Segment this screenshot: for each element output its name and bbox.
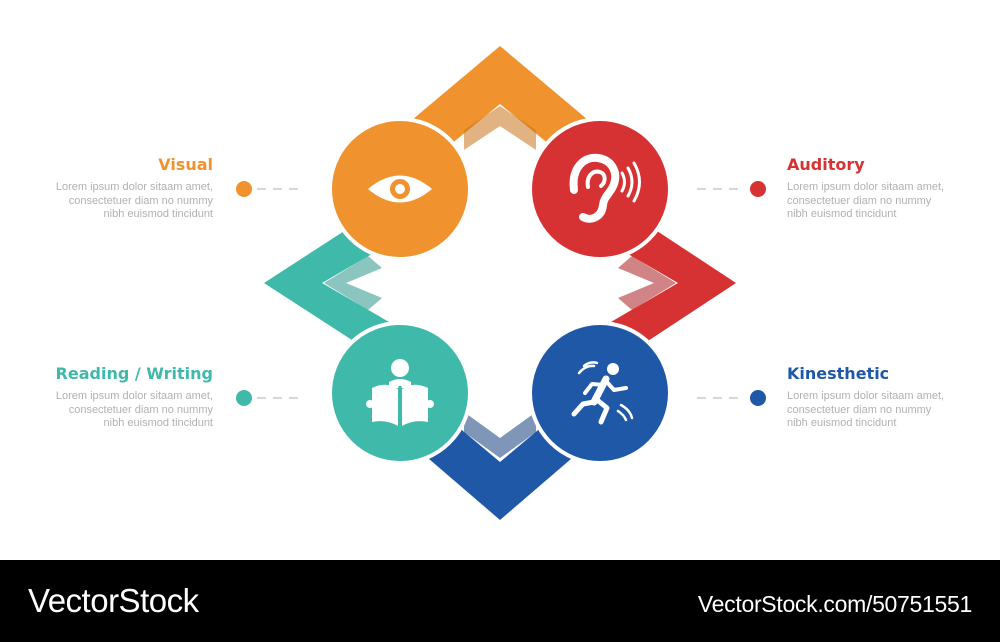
reading-person-icon xyxy=(366,359,434,426)
reading-label: Reading / Writing Lorem ipsum dolor sita… xyxy=(13,364,213,431)
reading-desc-line: Lorem ipsum dolor sitaam amet, xyxy=(55,390,213,402)
auditory-circle xyxy=(528,117,672,261)
image-id-text: VectorStock.com/50751551 xyxy=(697,591,972,617)
learning-styles-diagram xyxy=(236,46,766,520)
reading-desc-line: nibh euismod tincidunt xyxy=(103,417,213,430)
reading-title: Reading / Writing xyxy=(55,364,213,383)
visual-desc-line: nibh euismod tincidunt xyxy=(103,208,213,221)
visual-label: Visual Lorem ipsum dolor sitaam amet, co… xyxy=(13,155,213,222)
running-person-icon xyxy=(571,361,634,425)
auditory-desc-line: nibh euismod tincidunt xyxy=(787,208,897,221)
eye-icon xyxy=(368,175,432,203)
right-chevron-shadow xyxy=(618,256,676,310)
kinesthetic-connector xyxy=(697,390,766,406)
auditory-label: Auditory Lorem ipsum dolor sitaam amet, … xyxy=(787,155,987,222)
kinesthetic-desc-line: Lorem ipsum dolor sitaam amet, xyxy=(787,390,945,402)
reading-desc-line: consectetuer diam no nummy xyxy=(68,403,213,416)
reading-description: Lorem ipsum dolor sitaam amet, consectet… xyxy=(13,390,213,431)
reading-connector xyxy=(236,390,305,406)
brand-logo-text: VectorStock xyxy=(28,582,199,619)
left-chevron-shadow xyxy=(324,256,382,310)
auditory-title: Auditory xyxy=(787,155,865,174)
visual-description: Lorem ipsum dolor sitaam amet, consectet… xyxy=(13,181,213,222)
watermark-footer: VectorStock VectorStock.com/50751551 xyxy=(0,560,1000,642)
kinesthetic-desc-line: consectetuer diam no nummy xyxy=(787,403,932,416)
top-chevron xyxy=(400,46,600,186)
kinesthetic-title: Kinesthetic xyxy=(787,364,890,383)
top-chevron-shadow xyxy=(464,106,536,150)
bottom-chevron-shadow xyxy=(464,412,536,458)
ear-icon xyxy=(569,153,641,223)
auditory-connector xyxy=(697,181,766,197)
kinesthetic-label: Kinesthetic Lorem ipsum dolor sitaam ame… xyxy=(787,364,987,431)
auditory-description: Lorem ipsum dolor sitaam amet, consectet… xyxy=(787,181,987,222)
auditory-desc-line: Lorem ipsum dolor sitaam amet, xyxy=(787,181,945,193)
auditory-desc-line: consectetuer diam no nummy xyxy=(787,194,932,207)
visual-desc-line: Lorem ipsum dolor sitaam amet, xyxy=(55,181,213,193)
kinesthetic-desc-line: nibh euismod tincidunt xyxy=(787,417,897,430)
visual-connector xyxy=(236,181,305,197)
kinesthetic-description: Lorem ipsum dolor sitaam amet, consectet… xyxy=(787,390,987,431)
visual-desc-line: consectetuer diam no nummy xyxy=(68,194,213,207)
visual-title: Visual xyxy=(158,155,213,174)
